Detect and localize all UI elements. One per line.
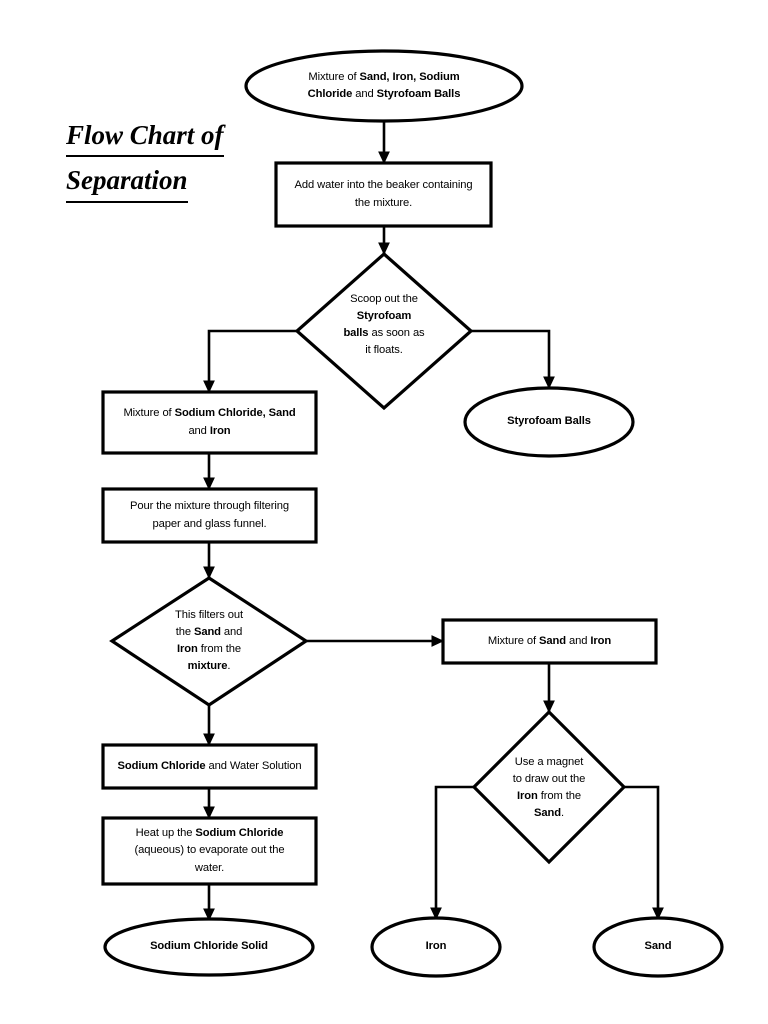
node-sand[interactable]	[592, 916, 724, 978]
edge-scoop-to-mixture3	[203, 329, 297, 394]
node-use-magnet[interactable]	[471, 709, 627, 865]
node-mixture-nacl-sand-iron[interactable]	[101, 390, 318, 455]
page-title-line2: Separation	[66, 161, 188, 203]
page-title: Flow Chart of Separation	[66, 116, 306, 203]
edge-magnet-to-sand	[624, 785, 664, 921]
edge-scoop-to-styrofoamballs	[471, 329, 555, 390]
node-pour-filter[interactable]	[101, 487, 318, 544]
node-sodium-chloride-solid[interactable]	[103, 917, 315, 977]
node-nacl-water-solution[interactable]	[101, 743, 318, 790]
node-mixture-sand-iron[interactable]	[441, 618, 658, 665]
node-heat-up[interactable]	[101, 816, 318, 886]
node-filters-out[interactable]	[109, 576, 309, 707]
node-add-water[interactable]	[274, 161, 493, 228]
node-start-mixture[interactable]	[244, 49, 524, 123]
edge-magnet-to-iron	[430, 785, 474, 921]
node-styrofoam-balls[interactable]	[463, 386, 635, 458]
node-scoop-styrofoam[interactable]	[294, 251, 474, 411]
node-iron[interactable]	[370, 916, 502, 978]
page-title-line1: Flow Chart of	[66, 116, 224, 158]
